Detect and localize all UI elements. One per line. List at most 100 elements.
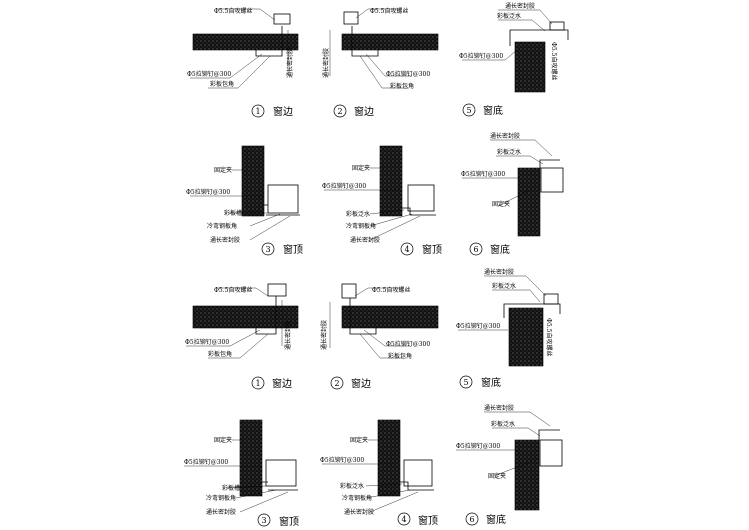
label-fixer: 固定夹 <box>214 166 232 174</box>
caption-top: 窗顶 <box>418 514 438 527</box>
flashing <box>402 207 436 216</box>
label-sealant: 通长密封胶 <box>350 236 380 244</box>
label-rivet: Φ5拉铆钉@300 <box>386 70 430 78</box>
caption-side: 窗边 <box>354 105 374 118</box>
label-rivet: Φ5拉铆钉@300 <box>461 170 505 178</box>
corner-flashing <box>351 26 379 57</box>
detail-1-side-b: Φ5.5自攻螺丝 Φ5拉铆钉@300 彩板包角 通长密封胶 1 窗边 <box>185 283 299 390</box>
number-circle <box>469 242 483 256</box>
label-rivet: Φ5拉铆钉@300 <box>456 322 500 330</box>
label-fixer: 固定夹 <box>492 200 510 208</box>
screw-leader <box>218 287 269 297</box>
label-screw-vertical: Φ5.5自攻螺丝 <box>545 318 553 356</box>
label-rivet: Φ5拉铆钉@300 <box>456 442 500 450</box>
detail-3-top: 固定夹 Φ5拉铆钉@300 彩板槽 冷弯钢板角 通长密封胶 3 窗顶 <box>186 145 303 256</box>
detail-number: 4 <box>401 515 406 524</box>
label-fixer: 固定夹 <box>488 472 506 480</box>
label-plate: 冷弯钢板角 <box>342 494 372 502</box>
label-sealant: 通长密封胶 <box>206 508 236 516</box>
flashing-leader <box>492 289 541 303</box>
number-circle <box>400 242 414 256</box>
label-screw: Φ5.5自攻螺丝 <box>214 7 252 15</box>
detail-1-side: Φ5.5自攻螺丝 Φ5拉铆钉@300 彩板包角 通长密封胶 1 窗边 <box>187 7 299 118</box>
detail-number: 2 <box>337 107 342 116</box>
caption-bottom: 窗底 <box>481 376 501 389</box>
caption-top: 窗顶 <box>279 515 299 528</box>
detail-6-bottom: 通长密封胶 彩板泛水 Φ5拉铆钉@300 固定夹 6 窗底 <box>461 132 564 256</box>
detail-number: 4 <box>404 245 409 254</box>
detail-5-bottom: 通长密封胶 彩板泛水 Φ5拉铆钉@300 Φ5.5自攻螺丝 5 窗底 <box>459 2 569 117</box>
window-frame <box>267 283 287 297</box>
rivet-leader <box>186 329 261 347</box>
label-fixer: 固定夹 <box>352 164 370 172</box>
detail-number: 5 <box>463 378 468 387</box>
number-circle <box>462 103 476 117</box>
caption-top: 窗顶 <box>283 243 303 256</box>
detail-number: 1 <box>255 379 260 388</box>
sealant-leader <box>490 139 553 157</box>
label-sealant: 通长密封胶 <box>320 320 328 350</box>
window-frame <box>273 13 291 25</box>
corner-leader <box>208 55 271 89</box>
number-circle <box>465 512 479 526</box>
wall-panel <box>379 145 403 217</box>
label-flashing: 彩板泛水 <box>346 210 370 218</box>
flashing-leader <box>369 209 405 215</box>
label-rivet: Φ5拉铆钉@300 <box>187 70 231 78</box>
label-rivet: Φ5拉铆钉@300 <box>459 52 503 60</box>
detail-3-top-b: 固定夹 Φ5拉铆钉@300 彩板槽 冷弯钢板角 通长密封胶 3 窗顶 <box>184 419 299 528</box>
rivet-leader <box>365 53 412 77</box>
number-circle <box>330 376 344 390</box>
flashing <box>538 429 560 440</box>
label-screw: Φ5.5自攻螺丝 <box>372 286 410 294</box>
caption-side: 窗边 <box>351 377 371 390</box>
label-trough: 彩板槽 <box>224 209 242 217</box>
label-plate: 冷弯钢板角 <box>206 494 236 502</box>
label-sealant: 通长密封胶 <box>505 2 535 10</box>
screw-leader <box>355 8 400 19</box>
wall-panel <box>241 145 265 217</box>
label-sealant: 通长密封胶 <box>210 236 240 244</box>
wall-panel <box>192 33 299 51</box>
detail-4-top: 固定夹 Φ5拉铆钉@300 彩板泛水 冷弯钢板角 通长密封胶 4 窗顶 <box>322 145 442 256</box>
label-flashing: 彩板泛水 <box>491 420 515 428</box>
detail-4-top-b: 固定夹 Φ5拉铆钉@300 彩板泛水 冷弯钢板角 通长密封胶 4 窗顶 <box>320 419 438 527</box>
detail-number: 3 <box>265 245 270 254</box>
wall-panel <box>341 33 439 51</box>
trough <box>264 204 300 216</box>
label-sealant: 通长密封胶 <box>484 268 514 276</box>
detail-number: 2 <box>334 379 339 388</box>
number-circle <box>251 104 265 118</box>
label-rivet: Φ5拉铆钉@300 <box>186 188 230 196</box>
sealant-leader <box>484 411 551 427</box>
label-screw: Φ5.5自攻螺丝 <box>214 286 252 294</box>
label-sealant: 通长密封胶 <box>286 48 294 78</box>
screw-leader <box>218 8 276 21</box>
label-trough: 彩板槽 <box>222 484 240 492</box>
detail-number: 6 <box>473 245 478 254</box>
corner-flashing <box>349 298 377 335</box>
label-rivet: Φ5拉铆钉@300 <box>386 340 430 348</box>
label-sealant: 通长密封胶 <box>484 404 514 412</box>
plate-leader <box>369 213 413 227</box>
detail-number: 5 <box>466 106 471 115</box>
window-frame <box>265 459 297 487</box>
sealant-leader <box>249 215 291 241</box>
flashing <box>539 159 560 168</box>
plate-leader <box>235 489 277 499</box>
window-frame <box>549 21 565 31</box>
label-rivet: Φ5拉铆钉@300 <box>185 338 229 346</box>
caption-bottom: 窗底 <box>483 104 503 117</box>
window-frame <box>267 184 299 214</box>
caption-bottom: 窗底 <box>490 243 510 256</box>
label-corner: 彩板包角 <box>210 80 234 88</box>
label-sealant: 通长密封胶 <box>344 508 374 516</box>
flashing-leader <box>498 19 546 32</box>
sealant-leader <box>484 275 547 297</box>
label-corner: 彩板包角 <box>388 352 412 360</box>
window-frame <box>343 11 359 25</box>
corner-flashing <box>255 26 283 57</box>
detail-number: 6 <box>469 515 474 524</box>
plate-leader <box>249 213 281 227</box>
number-circle <box>257 513 271 527</box>
